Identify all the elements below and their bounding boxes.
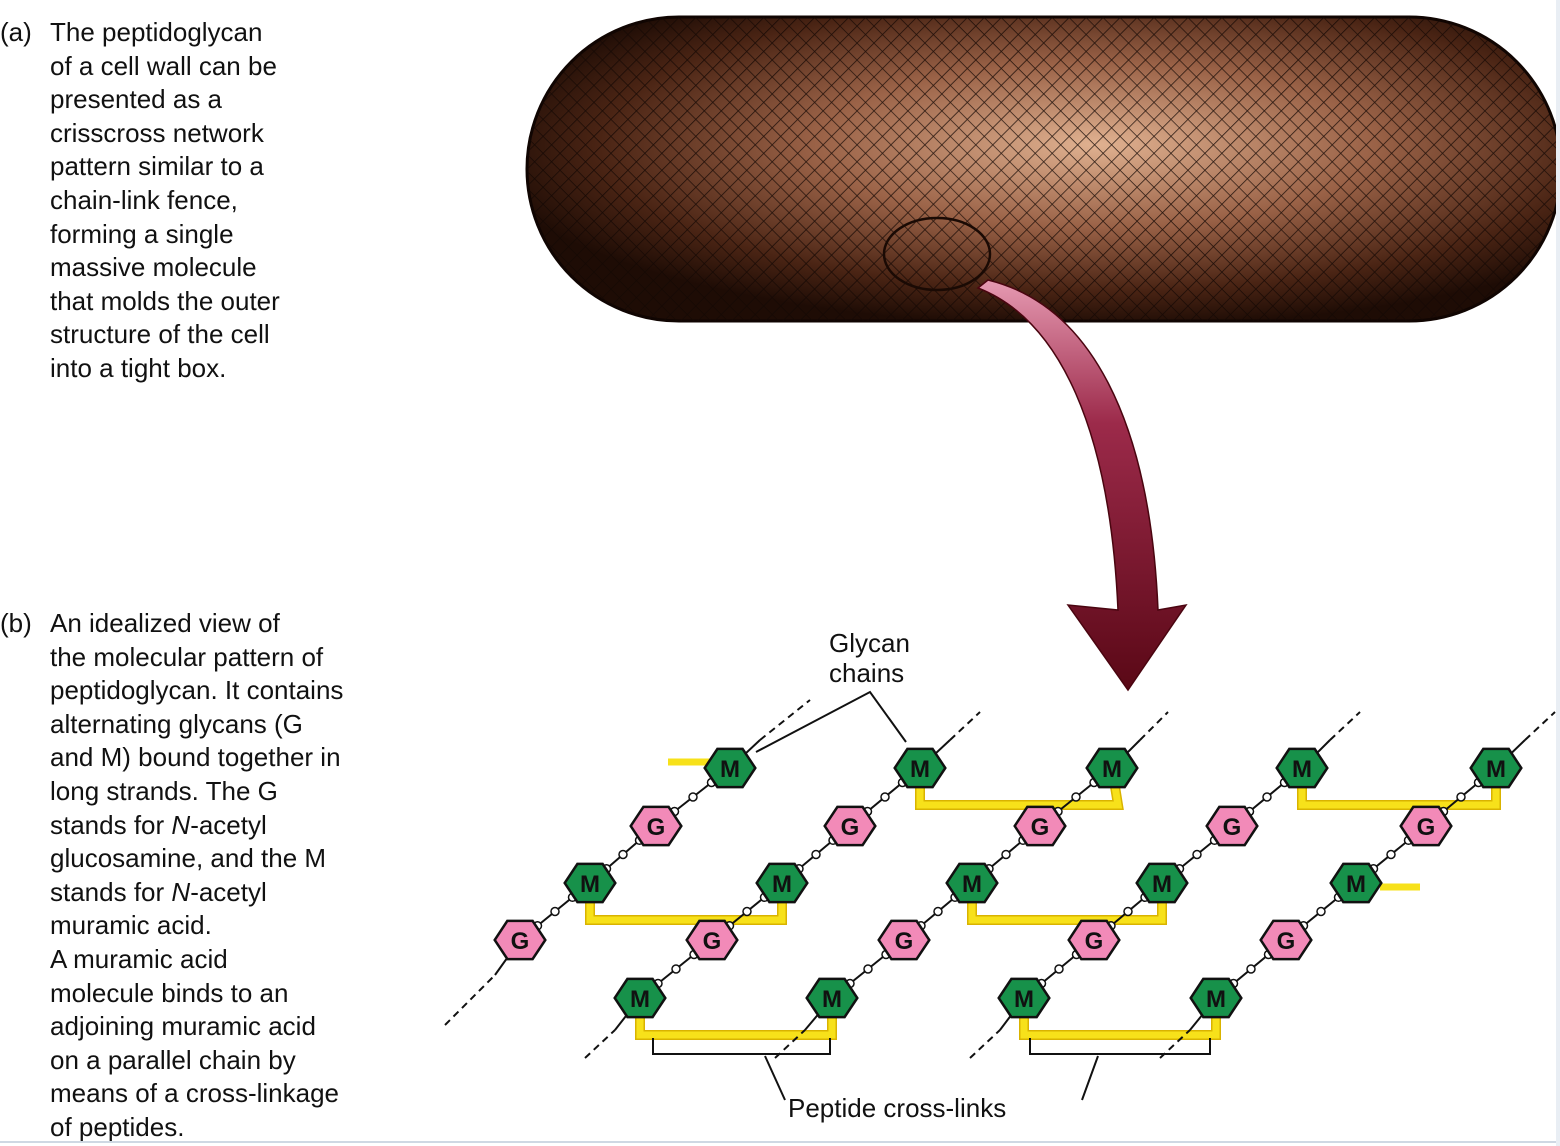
m-unit-3-0 [997, 977, 1051, 1019]
m-unit-4-4 [1469, 747, 1523, 789]
g-unit-label-2-1: G [895, 928, 914, 955]
m-unit-0-1 [563, 862, 617, 904]
peptide-cross-link-4 [636, 998, 836, 1039]
right-edge [1556, 0, 1560, 1146]
crosslinks-bracket-right [1029, 1038, 1211, 1055]
crosslinks-pointer-right [1081, 1055, 1099, 1101]
peptide-cross-link-3 [968, 883, 1166, 924]
g-unit-1-3 [823, 805, 877, 847]
crosslinks-pointer-left [764, 1055, 786, 1101]
g-unit-3-3 [1205, 805, 1259, 847]
g-unit-label-2-3: G [1031, 814, 1050, 841]
chain-4-dashed-end [1524, 711, 1556, 741]
m-unit-2-4 [1085, 747, 1139, 789]
chain-0-dashed-end [759, 699, 811, 741]
m-unit-3-2 [1135, 862, 1189, 904]
m-unit-3-4 [1275, 747, 1329, 789]
peptide-cross-link-5 [1020, 998, 1220, 1039]
g-unit-label-0-2: G [647, 814, 666, 841]
m-unit-1-0 [613, 977, 667, 1019]
bacterial-cell [525, 15, 1560, 323]
zoom-region-circle [882, 216, 992, 292]
m-unit-label-1-2: M [772, 871, 792, 898]
m-unit-label-0-1: M [580, 871, 600, 898]
m-unit-label-3-2: M [1152, 871, 1172, 898]
g-unit-label-4-1: G [1277, 928, 1296, 955]
m-unit-label-2-4: M [1102, 756, 1122, 783]
m-unit-label-2-0: M [822, 986, 842, 1013]
caption-a-tag: (a) [0, 17, 32, 47]
m-unit-1-4 [893, 747, 947, 789]
m-unit-label-1-4: M [910, 756, 930, 783]
glycan-chains-label-line1: Glycan [829, 628, 910, 658]
caption-b-tag: (b) [0, 608, 32, 638]
g-unit-label-3-3: G [1223, 814, 1242, 841]
g-unit-4-1 [1259, 919, 1313, 961]
caption-b-text: An idealized view of the molecular patte… [50, 608, 344, 1142]
chain-1-dashed-end [949, 711, 981, 741]
m-unit-label-4-0: M [1206, 986, 1226, 1013]
g-unit-label-3-1: G [1085, 928, 1104, 955]
glycan-chains-label-line2: chains [829, 658, 904, 688]
g-unit-label-1-3: G [841, 814, 860, 841]
m-unit-label-3-0: M [1014, 986, 1034, 1013]
m-unit-2-0 [805, 977, 859, 1019]
chain-1-dashed-start [584, 1029, 616, 1059]
chain-0-dashed-start [444, 974, 496, 1026]
g-unit-0-2 [629, 805, 683, 847]
g-unit-label-0-0: G [511, 928, 530, 955]
chain-2-dashed-end [1139, 711, 1169, 741]
m-unit-label-4-4: M [1486, 756, 1506, 783]
peptide-cross-link-1 [1298, 768, 1500, 809]
g-unit-label-4-3: G [1417, 814, 1436, 841]
m-unit-label-3-4: M [1292, 756, 1312, 783]
peptidoglycan-network: G M G M M G M G M M G M G M M G M G M M G M G M [444, 699, 1556, 1059]
g-unit-1-1 [685, 919, 739, 961]
m-unit-1-2 [755, 862, 809, 904]
m-unit-0-3 [703, 747, 757, 789]
crosslinks-bracket-left [652, 1038, 831, 1055]
g-unit-0-0 [493, 919, 547, 961]
caption-b: (b) An idealized view of the molecular p… [0, 607, 460, 1145]
chain-3-dashed-end [1329, 711, 1361, 741]
m-unit-4-0 [1189, 977, 1243, 1019]
m-unit-label-4-2: M [1346, 871, 1366, 898]
chain-3-dashed-start [969, 1029, 1001, 1059]
m-unit-label-0-3: M [720, 756, 740, 783]
g-unit-4-3 [1399, 805, 1453, 847]
peptide-cross-link-2 [586, 883, 786, 924]
peptide-cross-links-label: Peptide cross-links [788, 1093, 1006, 1123]
m-unit-2-2 [945, 862, 999, 904]
bottom-border [0, 1141, 1560, 1143]
g-unit-3-1 [1067, 919, 1121, 961]
caption-a-text: The peptidoglycan of a cell wall can be … [50, 17, 280, 383]
g-unit-label-1-1: G [703, 928, 722, 955]
g-unit-2-1 [877, 919, 931, 961]
m-unit-label-1-0: M [630, 986, 650, 1013]
zoom-arrow [976, 279, 1188, 692]
m-unit-label-2-2: M [962, 871, 982, 898]
glycan-chains-pointer [755, 690, 907, 753]
m-unit-4-2 [1329, 862, 1383, 904]
g-unit-2-3 [1013, 805, 1067, 847]
caption-a: (a) The peptidoglycan of a cell wall can… [0, 16, 420, 386]
